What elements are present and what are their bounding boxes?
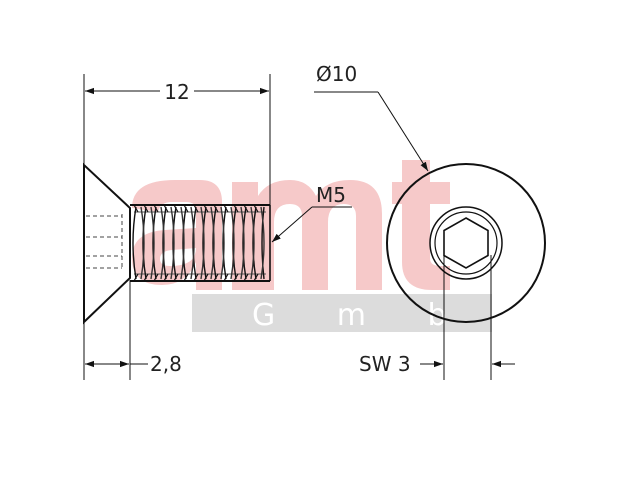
length-dimension: 12 (83, 74, 271, 205)
head-height-dimension: 2,8 (83, 280, 182, 380)
watermark-subtitle: G m b H (252, 298, 557, 333)
socket-size-dimension: SW 3 (359, 255, 515, 380)
screw-thread (130, 204, 271, 282)
watermark-band (192, 294, 492, 332)
thread-label: M5 (316, 183, 346, 207)
screw-head-outline (83, 162, 131, 325)
screw-end-view (386, 163, 546, 323)
diameter-dimension: Ø10 (314, 62, 429, 172)
thread-dimension: M5 (271, 183, 352, 243)
screw-side-view (83, 162, 271, 325)
head-height-label: 2,8 (150, 352, 182, 376)
hidden-socket-lines (86, 214, 123, 270)
hex-socket (443, 217, 489, 269)
diameter-label: Ø10 (316, 62, 357, 86)
length-label: 12 (164, 80, 189, 104)
socket-size-label: SW 3 (359, 352, 411, 376)
